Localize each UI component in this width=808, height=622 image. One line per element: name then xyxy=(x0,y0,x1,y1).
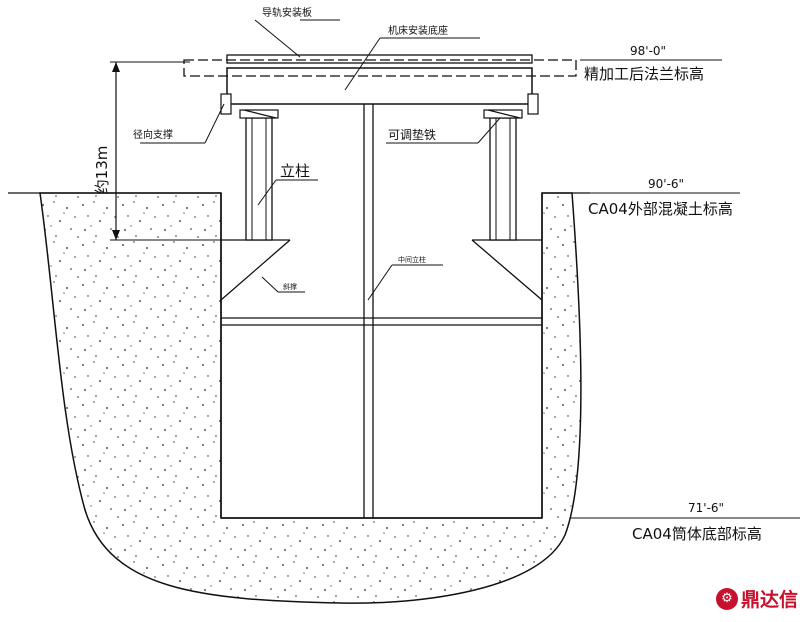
left-column xyxy=(245,117,273,241)
elevation-value-1: 98'-0" xyxy=(630,44,666,58)
gear-mark-icon: ⚙ xyxy=(715,587,738,610)
machine-base xyxy=(226,67,533,105)
rail-plate-label: 导轨安装板 xyxy=(262,6,312,19)
right-shim xyxy=(483,109,523,119)
elevation-label-3: CA04筒体底部标高 xyxy=(632,525,762,543)
elevation-value-2: 90'-6" xyxy=(648,177,684,191)
column-label: 立柱 xyxy=(280,162,310,180)
shim-label: 可调垫铁 xyxy=(388,127,436,142)
flange xyxy=(183,59,577,77)
height-label: 约13m xyxy=(93,146,111,195)
elevation-label-1: 精加工后法兰标高 xyxy=(584,65,704,83)
rib-label: 斜撑 xyxy=(283,282,297,291)
radial-support-label: 径向支撑 xyxy=(133,128,173,141)
brand-logo: ⚙ 鼎达信 xyxy=(715,585,798,612)
right-rib xyxy=(471,239,543,301)
base-label: 机床安装底座 xyxy=(388,24,448,37)
elevation-label-2: CA04外部混凝土标高 xyxy=(588,200,733,218)
rail-plate xyxy=(226,54,533,64)
right-column xyxy=(489,117,517,241)
brand-name: 鼎达信 xyxy=(740,589,798,611)
left-rib xyxy=(220,239,291,301)
left-shim xyxy=(239,109,279,119)
concrete-foundation xyxy=(39,192,582,604)
middle-column-label: 中间立柱 xyxy=(398,255,426,264)
elevation-value-3: 71'-6" xyxy=(688,501,724,515)
